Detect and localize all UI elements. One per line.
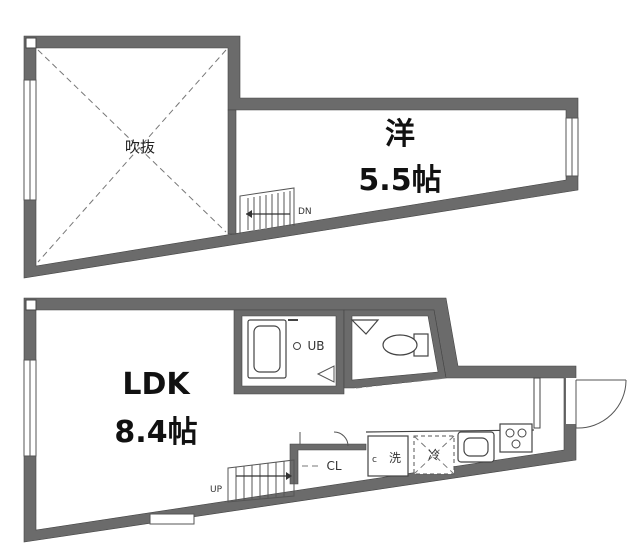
- closet: CL: [289, 431, 367, 485]
- genkan-partition: [533, 377, 541, 429]
- ldk-room-type: LDK: [122, 367, 191, 402]
- stair-up: [227, 459, 295, 503]
- upper-partition-wall: [227, 109, 237, 235]
- toilet-icon: [382, 334, 418, 356]
- stair-up-label: UP: [210, 485, 223, 495]
- upper-corner-window: [25, 37, 37, 49]
- burner-icon: [505, 428, 515, 438]
- stair-down: [239, 187, 295, 234]
- upper-room-type: 洋: [385, 117, 415, 152]
- bath-label: UB: [307, 339, 324, 353]
- ldk-room-size: 8.4帖: [114, 415, 197, 450]
- closet-label: CL: [326, 459, 341, 473]
- washer-c-mark: c: [372, 455, 377, 465]
- stair-down-label: DN: [298, 207, 312, 217]
- arrow-left-icon: [246, 210, 252, 218]
- upper-room-size: 5.5帖: [358, 163, 441, 198]
- burner-icon: [517, 428, 527, 438]
- stove: [499, 423, 533, 453]
- void-diagonal-2: [37, 49, 227, 263]
- lower-bottom-window: [149, 513, 195, 525]
- arrow-right-icon: [286, 472, 292, 480]
- toilet-room: [343, 309, 447, 389]
- lower-floor-walls: [23, 297, 577, 543]
- unit-bath: UB: [233, 309, 345, 395]
- fridge-label: 冷: [428, 448, 440, 462]
- washer-space: [367, 435, 409, 477]
- upper-floor-walls: [23, 35, 579, 279]
- entrance-door: [575, 379, 627, 429]
- void-label: 吹抜: [125, 138, 155, 156]
- void-diagonal-1: [37, 49, 227, 233]
- washbasin-icon: [293, 342, 301, 350]
- upper-floor: 吹抜 DN 洋 5.5帖: [23, 35, 579, 279]
- lower-floor: UB CL 洗 c 冷: [23, 297, 627, 543]
- handwash-sink-icon: [350, 319, 380, 335]
- washer-label: 洗: [389, 451, 401, 465]
- burner-icon: [511, 439, 521, 449]
